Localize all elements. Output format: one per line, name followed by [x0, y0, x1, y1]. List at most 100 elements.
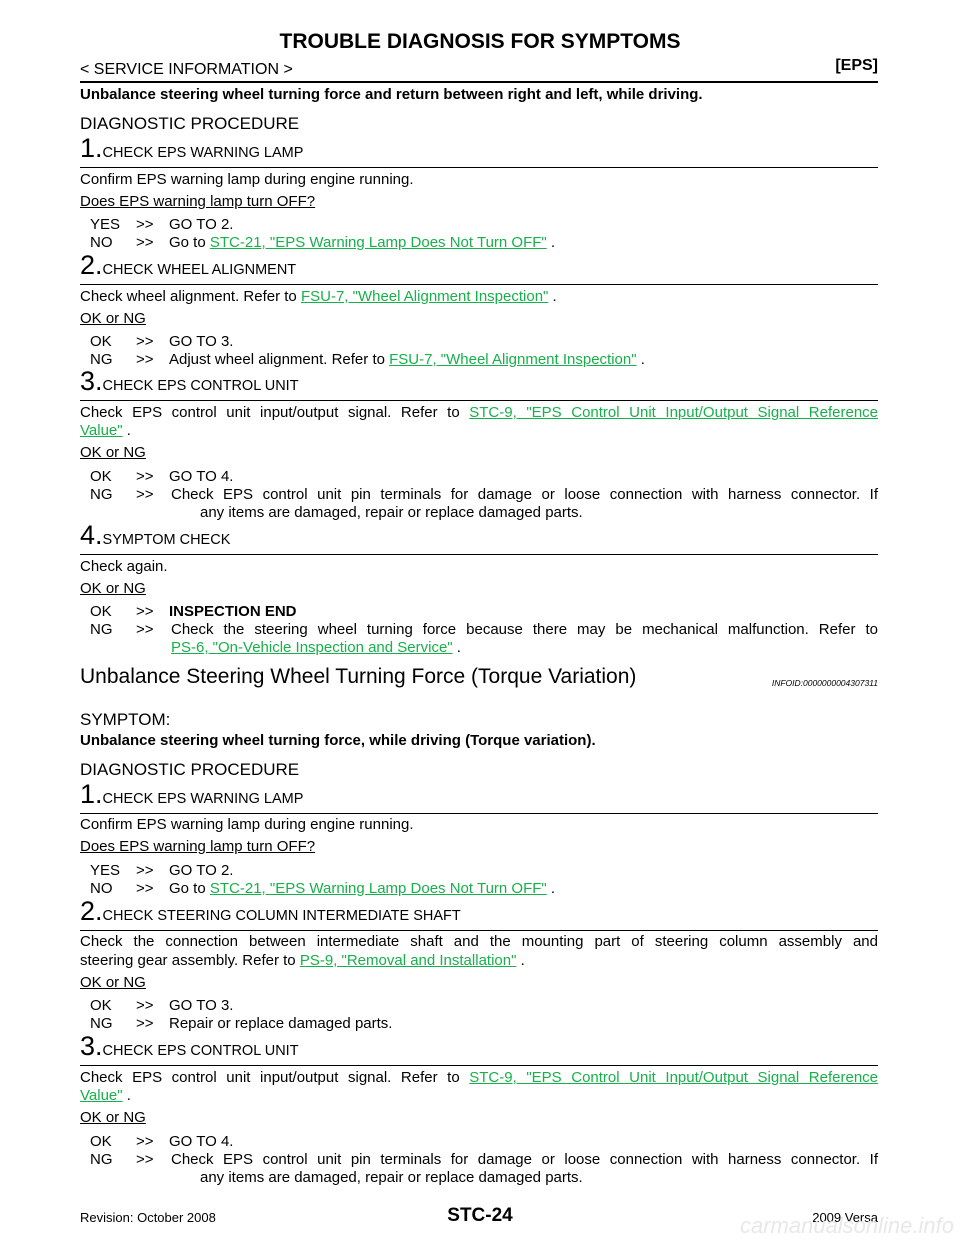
answer-text: Repair or replace damaged parts.: [169, 1015, 393, 1032]
answer-suffix: .: [452, 639, 461, 656]
section-label: < SERVICE INFORMATION >: [80, 61, 293, 78]
answer-arrow: >>: [136, 333, 154, 350]
step-title: CHECK EPS CONTROL UNIT: [102, 1043, 299, 1059]
step-number: 3.: [80, 1031, 103, 1061]
step-heading: 4.SYMPTOM CHECK: [80, 520, 230, 551]
answer-suffix: .: [546, 880, 556, 897]
reference-link[interactable]: STC-21, "EPS Warning Lamp Does Not Turn …: [209, 234, 547, 251]
answer-ng: NG >>: [90, 1151, 169, 1168]
step-question: OK or NG: [80, 974, 146, 991]
answer-text: Check the steering wheel turning force b…: [171, 621, 878, 638]
answer-text-cont: PS-6, "On-Vehicle Inspection and Service…: [171, 639, 461, 656]
reference-link[interactable]: PS-9, "Removal and Installation": [299, 952, 517, 969]
step-title: CHECK WHEEL ALIGNMENT: [102, 262, 297, 278]
reference-link[interactable]: STC-9, "EPS Control Unit Input/Output Si…: [469, 1069, 879, 1086]
answer-arrow: >>: [136, 603, 154, 620]
answer-arrow: >>: [136, 997, 154, 1014]
step-question: OK or NG: [80, 1109, 146, 1126]
answer-key: NO: [90, 880, 113, 897]
answer-arrow: >>: [136, 880, 154, 897]
answer-key: NG: [90, 486, 113, 503]
watermark: carmanualsonline.info: [739, 1213, 954, 1238]
instruction-suffix: .: [122, 1087, 131, 1104]
step-divider: [80, 1065, 878, 1066]
step-instruction-cont: steering gear assembly. Refer to PS-9, "…: [80, 952, 525, 969]
answer-arrow: >>: [136, 1015, 154, 1032]
answer-ok: OK>>GO TO 4.: [90, 468, 233, 485]
step-question: Does EPS warning lamp turn OFF?: [80, 193, 316, 210]
step-title: CHECK EPS WARNING LAMP: [102, 791, 304, 807]
step-divider: [80, 554, 878, 555]
answer-ng: NG>>Repair or replace damaged parts.: [90, 1015, 392, 1032]
answer-arrow: >>: [136, 234, 154, 251]
symptom-label: SYMPTOM:: [80, 710, 171, 729]
instruction-text: Check wheel alignment. Refer to: [80, 288, 301, 305]
answer-text: GO TO 3.: [169, 333, 234, 350]
answer-text: INSPECTION END: [169, 603, 297, 620]
symptom-text: Unbalance steering wheel turning force a…: [80, 86, 703, 103]
step-number: 3.: [80, 366, 103, 396]
step-divider: [80, 930, 878, 931]
step-heading: 2.CHECK STEERING COLUMN INTERMEDIATE SHA…: [80, 896, 461, 927]
answer-ok: OK>>GO TO 4.: [90, 1133, 233, 1150]
answer-key: OK: [90, 468, 112, 485]
answer-text: Check EPS control unit pin terminals for…: [171, 486, 878, 503]
procedure-title: DIAGNOSTIC PROCEDURE: [80, 114, 300, 133]
instruction-text: Check EPS control unit input/output sign…: [80, 1069, 470, 1086]
reference-link[interactable]: Value": [80, 1087, 123, 1104]
answer-text-cont: any items are damaged, repair or replace…: [200, 1169, 583, 1186]
answer-key: YES: [90, 216, 121, 233]
step-number: 1.: [80, 779, 103, 809]
answer-text: GO TO 2.: [169, 862, 234, 879]
instruction-suffix: .: [122, 422, 131, 439]
answer-text: Go to: [169, 234, 210, 251]
section-heading: Unbalance Steering Wheel Turning Force (…: [80, 665, 637, 688]
page-title: TROUBLE DIAGNOSIS FOR SYMPTOMS: [279, 30, 681, 53]
step-question: Does EPS warning lamp turn OFF?: [80, 838, 316, 855]
step-title: CHECK EPS CONTROL UNIT: [102, 378, 299, 394]
reference-link[interactable]: FSU-7, "Wheel Alignment Inspection": [389, 351, 637, 368]
model-year: 2009 Versa: [812, 1210, 878, 1225]
instruction-suffix: .: [516, 952, 525, 969]
step-heading: 1.CHECK EPS WARNING LAMP: [80, 779, 303, 810]
step-number: 2.: [80, 896, 103, 926]
reference-link[interactable]: STC-9, "EPS Control Unit Input/Output Si…: [469, 404, 879, 421]
answer-yes: YES>>GO TO 2.: [90, 862, 233, 879]
reference-link[interactable]: PS-6, "On-Vehicle Inspection and Service…: [171, 639, 453, 656]
instruction-suffix: .: [548, 288, 557, 305]
step-heading: 1.CHECK EPS WARNING LAMP: [80, 133, 303, 164]
step-instruction-cont: Value" .: [80, 422, 131, 439]
reference-link[interactable]: STC-21, "EPS Warning Lamp Does Not Turn …: [209, 880, 547, 897]
answer-ok: OK>>GO TO 3.: [90, 333, 233, 350]
answer-arrow: >>: [136, 862, 154, 879]
answer-yes: YES>>GO TO 2.: [90, 216, 233, 233]
answer-key: OK: [90, 603, 112, 620]
step-instruction: Confirm EPS warning lamp during engine r…: [80, 171, 414, 188]
answer-arrow: >>: [136, 621, 154, 638]
symptom-text: Unbalance steering wheel turning force, …: [80, 732, 596, 749]
answer-text: GO TO 4.: [169, 1133, 234, 1150]
step-divider: [80, 813, 878, 814]
answer-ng: NG >> Adjust wheel alignment. Refer to FSU…: [90, 351, 645, 368]
answer-no: NO>>Go to STC-21, "EPS Warning Lamp Does…: [90, 880, 555, 897]
reference-link[interactable]: Value": [80, 422, 123, 439]
answer-key: NG: [90, 351, 113, 368]
answer-text: Adjust wheel alignment. Refer to: [169, 351, 390, 368]
step-heading: 2.CHECK WHEEL ALIGNMENT: [80, 250, 296, 281]
info-id: INFOID:0000000004307311: [771, 678, 878, 688]
answer-ok: OK>>GO TO 3.: [90, 997, 233, 1014]
answer-arrow: >>: [136, 351, 154, 368]
answer-ng: NG>>: [90, 621, 169, 638]
step-title: CHECK EPS WARNING LAMP: [102, 145, 304, 161]
answer-suffix: .: [636, 351, 645, 368]
reference-link[interactable]: FSU-7, "Wheel Alignment Inspection": [300, 288, 549, 305]
answer-text: GO TO 4.: [169, 468, 234, 485]
answer-key: NG: [90, 1151, 113, 1168]
step-number: 4.: [80, 520, 103, 550]
answer-key: NO: [90, 234, 113, 251]
instruction-text: Check EPS control unit input/output sign…: [80, 404, 470, 421]
answer-no: NO >> Go to STC-21, "EPS Warning Lamp Does…: [90, 234, 555, 251]
procedure-title: DIAGNOSTIC PROCEDURE: [80, 760, 300, 779]
answer-arrow: >>: [136, 1151, 154, 1168]
step-heading: 3.CHECK EPS CONTROL UNIT: [80, 1031, 299, 1062]
